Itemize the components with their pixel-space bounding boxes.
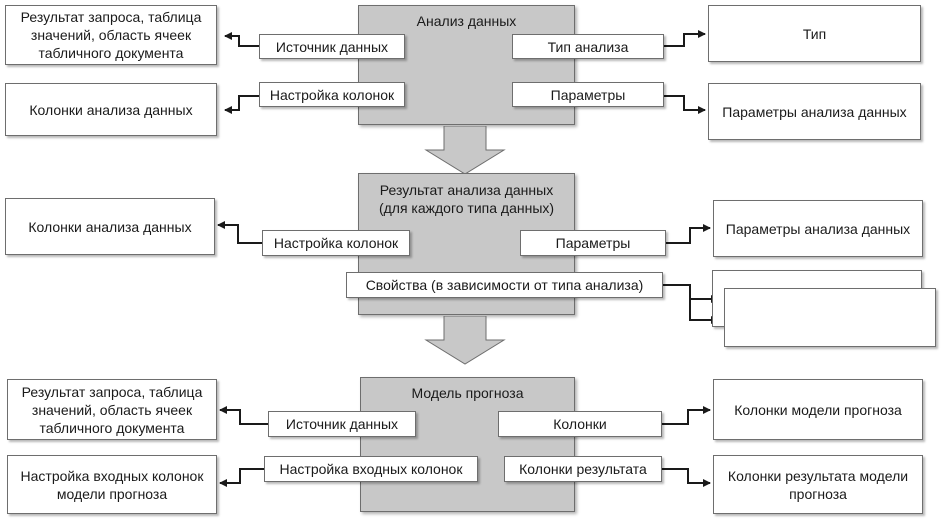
- parameters-field-1: Параметры: [512, 82, 664, 107]
- analysis-type-field: Тип анализа: [512, 34, 664, 59]
- source-field-1: Источник данных: [259, 34, 405, 59]
- flow-arrow-2: [424, 316, 506, 365]
- columns-field-3: Колонки: [498, 411, 662, 437]
- column-setup-field-1: Настройка колонок: [259, 82, 405, 107]
- connector-type-1: [664, 30, 706, 47]
- forecast-model-block-title: Модель прогноза: [411, 385, 524, 401]
- connector-props-2a: [663, 284, 719, 303]
- column-setup-field-2: Настройка колонок: [262, 230, 410, 256]
- connector-props-2b: [689, 299, 719, 324]
- property-box-front: [724, 288, 936, 347]
- analysis-block: Анализ данных: [358, 5, 575, 125]
- forecast-model-block: Модель прогноза: [360, 377, 575, 512]
- input-columns-field: Настройка входных колонок: [264, 456, 478, 482]
- connector-source-3: [219, 406, 268, 425]
- analysis-params-box-2: Параметры анализа данных: [713, 200, 923, 257]
- connector-source-1: [224, 32, 259, 47]
- connector-input-3: [219, 468, 264, 487]
- source-field-3: Источник данных: [268, 411, 416, 437]
- connector-params-2: [666, 224, 711, 244]
- result-columns-field: Колонки результата: [504, 456, 662, 482]
- connector-columns-3: [662, 406, 711, 425]
- analysis-columns-box-1: Колонки анализа данных: [5, 83, 217, 136]
- connector-result-3: [662, 468, 711, 487]
- input-columns-box: Настройка входных колонок модели прогноз…: [7, 455, 217, 514]
- parameters-field-2: Параметры: [520, 230, 666, 256]
- model-columns-box: Колонки модели прогноза: [713, 379, 923, 440]
- source-result-box-1: Результат запроса, таблица значений, обл…: [5, 5, 217, 65]
- connector-columns-1: [224, 95, 259, 114]
- model-result-columns-box: Колонки результата модели прогноза: [713, 455, 923, 514]
- analysis-params-box-1: Параметры анализа данных: [708, 83, 921, 140]
- analysis-columns-box-2: Колонки анализа данных: [5, 198, 215, 255]
- source-result-box-3: Результат запроса, таблица значений, обл…: [7, 379, 217, 440]
- analysis-result-block-title: Результат анализа данных (для каждого ти…: [378, 182, 555, 216]
- connector-params-1: [664, 95, 706, 114]
- analysis-block-title: Анализ данных: [416, 13, 517, 29]
- type-box: Тип: [708, 5, 921, 62]
- properties-field: Свойства (в зависимости от типа анализа): [346, 272, 663, 298]
- flow-arrow-1: [424, 126, 506, 175]
- connector-columns-2: [217, 221, 262, 244]
